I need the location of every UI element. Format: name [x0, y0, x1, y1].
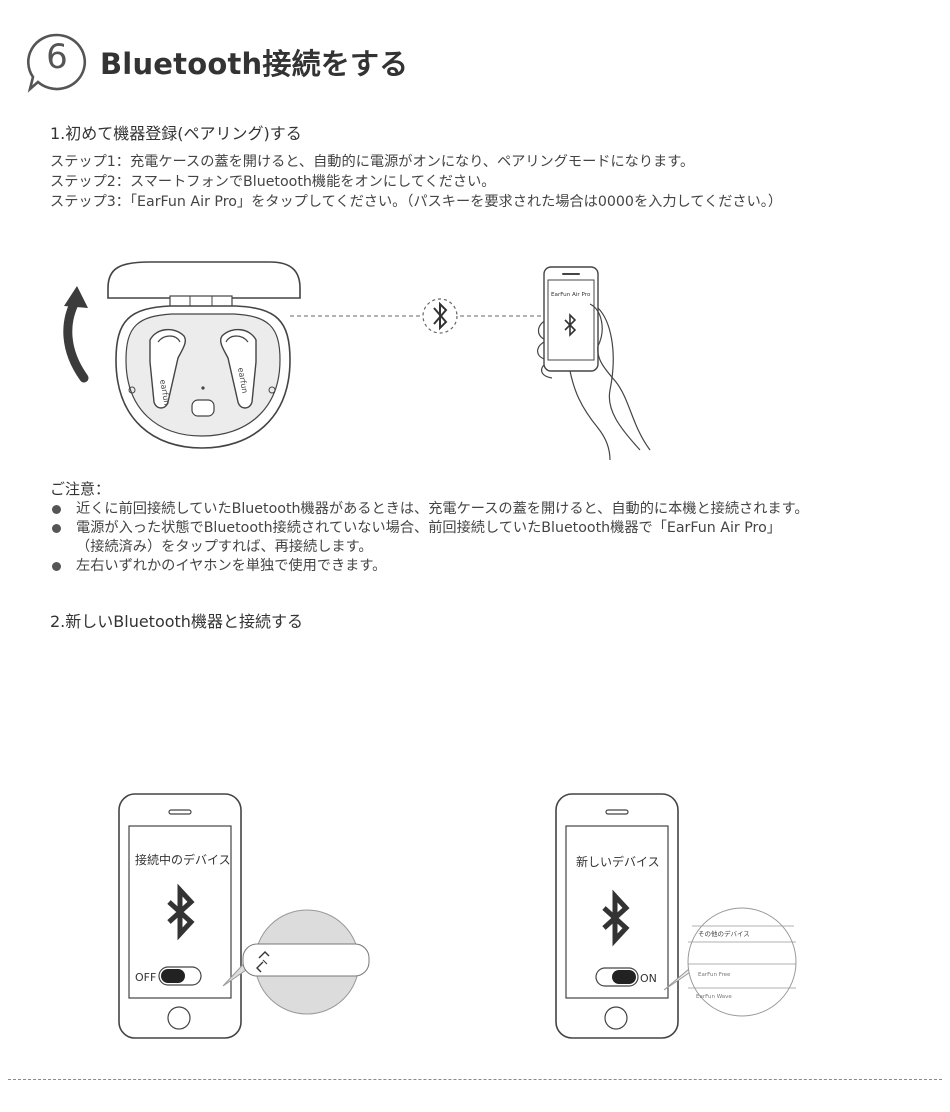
- step-1: ステップ1：充電ケースの蓋を開けると、自動的に電源がオンになり、ペアリングモード…: [50, 154, 695, 170]
- caution-item-1: 近くに前回接続していたBluetooth機器があるときは、充電ケースの蓋を開ける…: [50, 500, 809, 519]
- speech-bubble-icon: [26, 33, 87, 93]
- section2-heading: 2.新しいBluetooth機器と接続する: [50, 612, 303, 631]
- left-screen-title: 接続中のデバイス: [135, 852, 231, 867]
- link-broken-icon: [256, 951, 270, 973]
- step-badge: 6: [24, 31, 94, 93]
- caution-item-2: 電源が入った状態でBluetooth接続されていない場合、前回接続していたBlu…: [50, 519, 809, 538]
- bluetooth-icon: [602, 889, 630, 947]
- bluetooth-toggle-off: [158, 966, 202, 986]
- bluetooth-icon: [422, 298, 458, 334]
- bluetooth-icon: [167, 883, 195, 941]
- case-right-label: earfun: [236, 367, 249, 394]
- caution-item-3: 左右いずれかのイヤホンを単独で使用できます。: [50, 557, 809, 576]
- popup-header: その他のデバイス: [698, 929, 750, 938]
- bullet-icon: [52, 524, 61, 533]
- caution-list: 近くに前回接続していたBluetooth機器があるときは、充電ケースの蓋を開ける…: [50, 500, 809, 576]
- caution-title: ご注意：: [50, 480, 111, 498]
- open-arrow-icon: [63, 286, 89, 383]
- bluetooth-toggle-on: [595, 967, 639, 987]
- caution-item-1-text: 近くに前回接続していたBluetooth機器があるときは、充電ケースの蓋を開ける…: [76, 501, 809, 517]
- steps-list: ステップ1：充電ケースの蓋を開けると、自動的に電源がオンになり、ペアリングモード…: [50, 152, 782, 212]
- popup-item-2: EarFun Wave: [696, 994, 732, 1000]
- section-header: 6 Bluetooth接続をする: [24, 31, 409, 93]
- footer-divider: [8, 1079, 942, 1080]
- caution-item-2-text: 電源が入った状態でBluetooth接続されていない場合、前回接続していたBlu…: [76, 520, 781, 536]
- charging-case: earfun earfun: [115, 305, 291, 449]
- toggle-on-label: ON: [640, 972, 657, 985]
- right-screen-title: 新しいデバイス: [576, 854, 660, 869]
- caution-item-2-continuation: （接続済み）をタップすれば、再接続します。: [76, 539, 373, 555]
- phone-right-illustration: 新しいデバイス ON その他のデバイス EarFun Free EarFun W…: [555, 793, 797, 1039]
- case-left-label: earfun: [158, 379, 171, 406]
- pairing-illustration: earfun earfun EarFun Air Pro: [63, 261, 651, 461]
- toggle-off-label: OFF: [135, 971, 156, 984]
- case-lid: [107, 261, 301, 309]
- caution-item-3-text: 左右いずれかのイヤホンを単独で使用できます。: [76, 558, 387, 574]
- bullet-icon: [52, 562, 61, 571]
- section1-heading: 1.初めて機器登録(ペアリング)する: [50, 124, 302, 143]
- popup-item-1: EarFun Free: [698, 972, 731, 978]
- step-number: 6: [46, 37, 68, 77]
- bullet-icon: [52, 505, 61, 514]
- phone-screen-title: EarFun Air Pro: [551, 292, 591, 298]
- page-title: Bluetooth接続をする: [100, 47, 409, 81]
- phone-in-hand: EarFun Air Pro: [537, 266, 651, 461]
- step-3: ステップ3：「EarFun Air Pro」をタップしてください。（パスキーを要…: [50, 194, 783, 210]
- phone-left-illustration: 接続中のデバイス OFF: [118, 793, 370, 1039]
- step-2: ステップ2：スマートフォンでBluetooth機能をオンにしてください。: [50, 174, 496, 190]
